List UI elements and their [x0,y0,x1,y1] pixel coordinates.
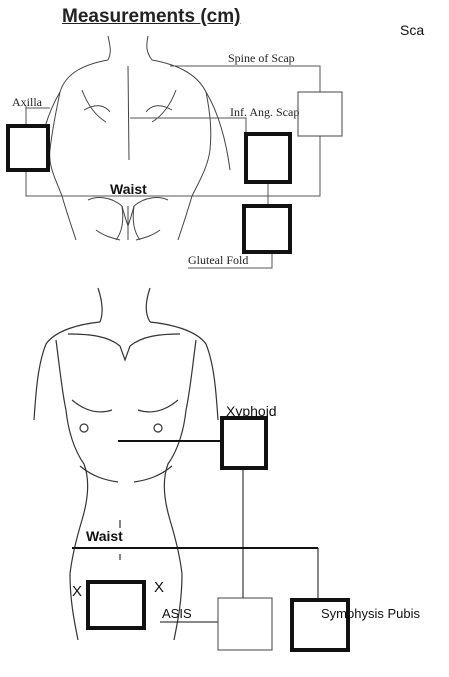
waist-front-box[interactable] [88,582,144,628]
gluteal-fold-box[interactable] [244,206,290,252]
xyphoid-box[interactable] [222,418,266,468]
spine-of-scap-box[interactable] [298,92,342,136]
back-waist-label: Waist [110,181,147,197]
front-waist-label: Waist [86,528,123,544]
asis-right-marker: X [154,579,164,596]
inf-ang-scap-box[interactable] [246,134,290,182]
asis-label: ASIS [162,606,192,621]
spine-of-scap-label: Spine of Scap [228,51,295,65]
back-view-figure [36,36,230,240]
inf-ang-scap-label: Inf. Ang. Scap [230,105,299,119]
axilla-label: Axilla [12,95,43,109]
gluteal-fold-label: Gluteal Fold [188,253,248,267]
xyphoid-label: Xyphoid [226,403,277,419]
axilla-box[interactable] [8,126,48,170]
asis-left-marker: X [72,583,82,600]
asis-box[interactable] [218,598,272,650]
symphysis-pubis-label: Symphysis Pubis [321,606,420,621]
